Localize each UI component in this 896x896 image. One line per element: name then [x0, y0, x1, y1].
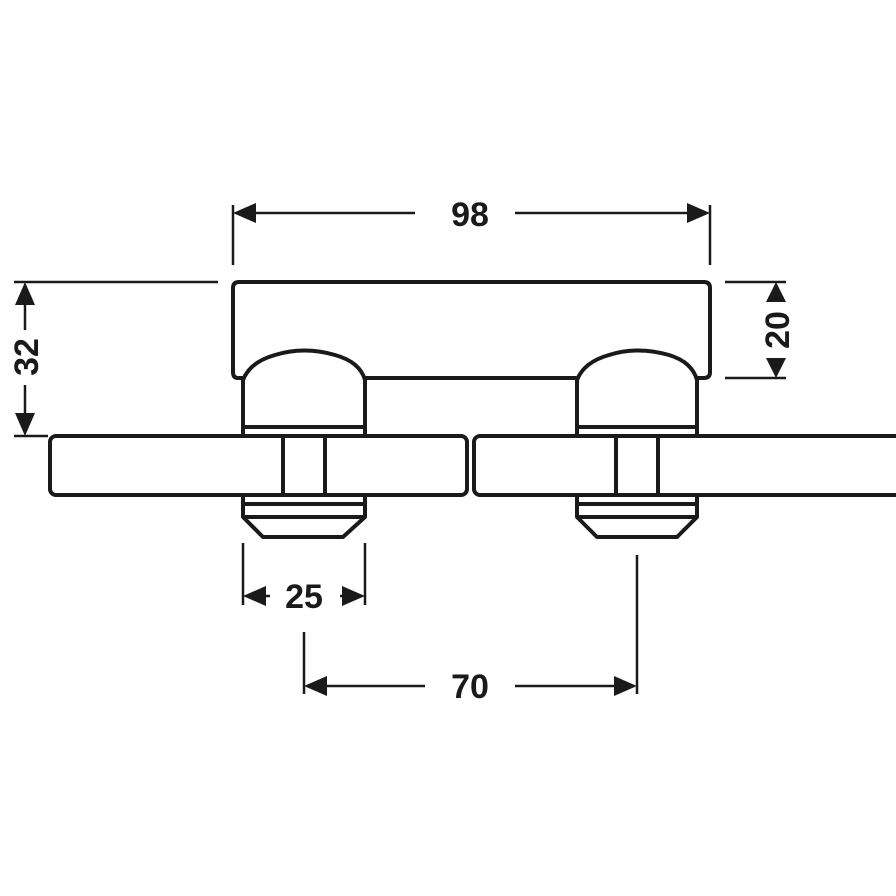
dimension-label-20: 20: [759, 311, 797, 349]
clamp-cover: [231, 280, 712, 380]
nut-right: [575, 495, 699, 539]
dimension-label-32: 32: [8, 338, 46, 376]
clamp-left: [241, 348, 367, 539]
dimension-25: 25: [241, 543, 367, 616]
dimension-label-25: 25: [285, 578, 323, 616]
glass-panel-right: [472, 434, 896, 497]
clamp-right: [575, 348, 699, 539]
dimension-label-70: 70: [451, 668, 489, 706]
nut-left: [241, 495, 367, 539]
dimension-20: 20: [725, 280, 797, 380]
bolt-left: [281, 434, 327, 497]
dimension-label-98: 98: [451, 196, 489, 234]
bolt-right: [614, 434, 660, 497]
glass-panel-left: [48, 434, 469, 497]
dimension-32: 32: [8, 280, 218, 438]
dimension-98: 98: [231, 196, 712, 265]
dimension-70: 70: [302, 555, 639, 706]
